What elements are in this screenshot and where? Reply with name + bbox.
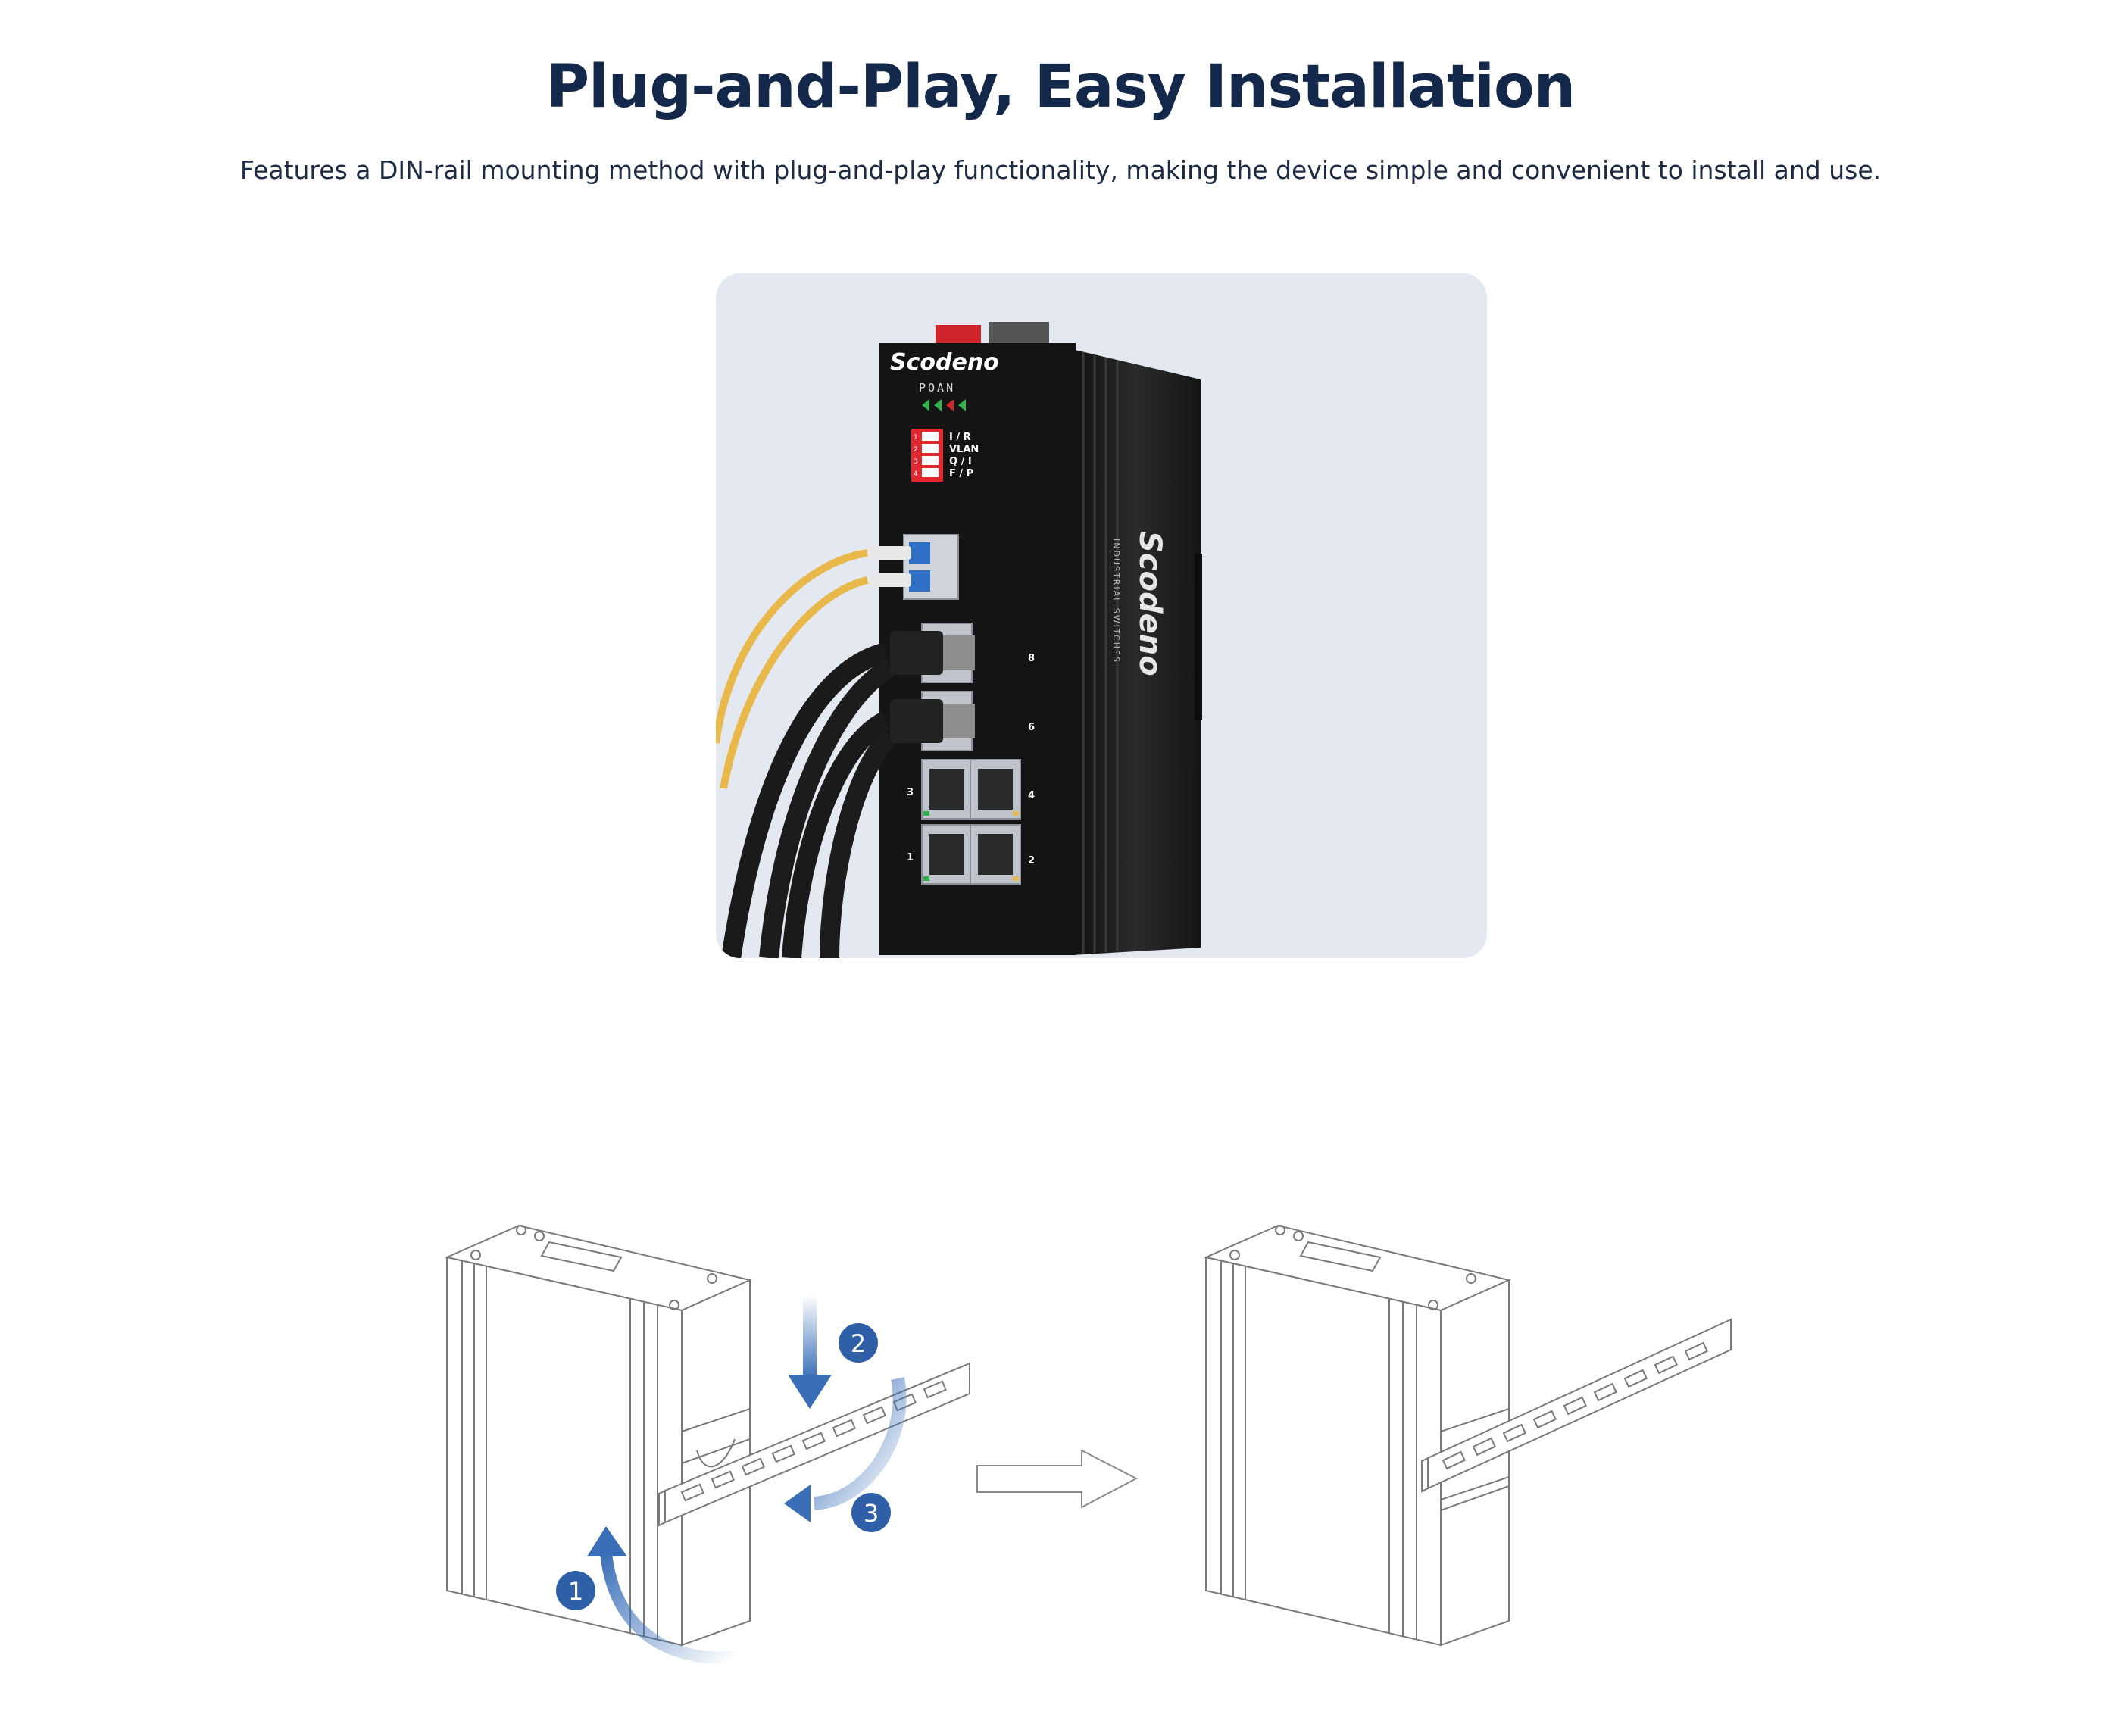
dip-label-1: I / R (949, 432, 971, 443)
svg-text:2: 2 (851, 1329, 866, 1358)
din-clip (1195, 554, 1202, 720)
fiber-cable-2 (720, 576, 869, 789)
power-terminal (936, 325, 981, 343)
switch-illustration: Scodeno INDUSTRIAL SWITCHES Scodeno POAN… (716, 322, 1202, 958)
dip-num-3: 3 (914, 458, 918, 466)
top-connector (989, 322, 1049, 343)
transition-arrow (976, 1449, 1139, 1509)
port-num-8: 8 (1028, 653, 1035, 664)
side-fins (1082, 352, 1119, 954)
port-num-2: 2 (1028, 855, 1035, 866)
fiber-cable-1 (716, 549, 868, 744)
dip-num-4: 4 (914, 470, 918, 478)
led-label: POAN (919, 381, 955, 395)
ethernet-cable-1 (721, 642, 889, 958)
dip-num-1: 1 (914, 434, 918, 442)
step-badge-3: 3 (851, 1493, 891, 1532)
page-subtitle: Features a DIN-rail mounting method with… (239, 155, 1882, 185)
ethernet-cable-2 (759, 658, 895, 958)
dip-label-3: Q / I (949, 456, 972, 467)
device-before (444, 1224, 753, 1647)
port-num-6: 6 (1028, 722, 1035, 733)
lc-connector-top (909, 542, 930, 564)
dip-label-4: F / P (949, 468, 973, 479)
rj45-plug-6 (890, 699, 943, 743)
arrow-step-1 (600, 1552, 736, 1664)
device-after (1203, 1224, 1512, 1647)
din-rail-installation-diagram: 1 2 3 (444, 1224, 1732, 1664)
switch-side-panel (1072, 349, 1201, 955)
product-photo-card: Scodeno INDUSTRIAL SWITCHES Scodeno POAN… (716, 273, 1487, 958)
din-rail-after (1421, 1318, 1732, 1493)
side-subtitle-text: INDUSTRIAL SWITCHES (1111, 539, 1121, 663)
port-num-4: 4 (1028, 790, 1035, 801)
port-num-1: 1 (907, 852, 914, 863)
arrow-step-2 (803, 1295, 817, 1378)
brand-logo: Scodeno (890, 349, 999, 376)
port-num-3: 3 (907, 787, 914, 798)
step-badge-2: 2 (839, 1323, 878, 1363)
led-indicators (922, 399, 966, 411)
page-title: Plug-and-Play, Easy Installation (545, 53, 1576, 121)
dip-num-2: 2 (914, 446, 918, 454)
step-badge-1: 1 (556, 1571, 595, 1610)
rj45-plug-8 (890, 631, 943, 675)
side-brand-text: Scodeno (1132, 531, 1167, 676)
lc-connector-bottom (909, 570, 930, 592)
dip-label-2: VLAN (949, 444, 979, 455)
svg-text:3: 3 (864, 1499, 879, 1528)
svg-text:1: 1 (568, 1577, 583, 1606)
ethernet-cable-3 (782, 711, 892, 958)
ethernet-cable-4 (820, 728, 898, 958)
arrow-step-3 (813, 1377, 907, 1510)
